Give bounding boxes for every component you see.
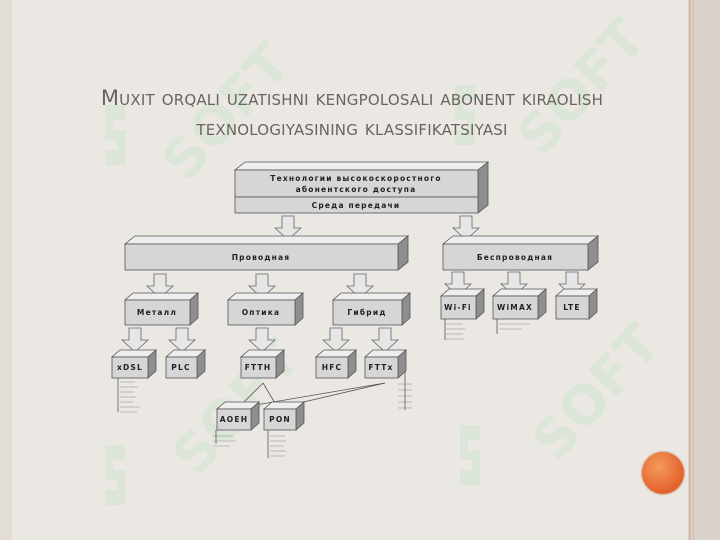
root-title-line1: Технологии высокоскоростного: [270, 174, 441, 183]
ftth-label: FTTH: [245, 363, 272, 372]
arrow-metal-to-plc: [168, 327, 196, 353]
accent-circle: [642, 452, 684, 494]
aoen-label: AOEH: [220, 415, 248, 424]
left-frame: [0, 0, 12, 540]
fttx-notes: [398, 383, 412, 409]
wireless-label: Беспроводная: [477, 253, 553, 262]
lte-label: LTE: [563, 303, 580, 312]
pon-label: PON: [269, 415, 291, 424]
arrow-metal-to-xdsl: [121, 327, 149, 353]
xdsl-label: xDSL: [117, 363, 143, 372]
ftth-box: FTTH: [239, 349, 286, 379]
pon-notes: [270, 435, 286, 457]
hybrid-label: Гибрид: [347, 308, 386, 317]
metal-label: Металл: [137, 308, 177, 317]
xdsl-notes: [120, 381, 140, 413]
root-title-line2: абонентского доступа: [296, 185, 417, 194]
optics-label: Оптика: [242, 308, 281, 317]
watermark-logo-icon: [105, 445, 125, 505]
aoen-box: AOEH: [215, 401, 261, 431]
fttx-box: FTTx: [363, 349, 408, 379]
arrow-hybrid-to-fttx: [371, 327, 399, 353]
arrow-hybrid-to-hfc: [322, 327, 350, 353]
wimax-notes: [499, 323, 530, 330]
arrow-optics-to-ftth: [248, 327, 276, 353]
hfc-label: HFC: [322, 363, 343, 372]
root-box: Технологии высокоскоростного абонентског…: [233, 161, 490, 214]
watermark-logo-icon: [455, 85, 475, 145]
aoen-notes: [213, 435, 236, 447]
frame-line: [693, 0, 694, 540]
optics-box: Оптика: [226, 292, 305, 326]
watermark-logo-icon: [105, 105, 125, 165]
wifi-notes: [446, 323, 465, 340]
fttx-label: FTTx: [368, 363, 393, 372]
watermark-logo-icon: [460, 425, 480, 485]
wired-label: Проводная: [232, 253, 291, 262]
wifi-label: Wi-Fi: [444, 303, 472, 312]
frame-line: [689, 0, 691, 540]
slide-title-line2: texnologiyasining klassifikatsiyasi: [196, 116, 508, 140]
root-subtitle: Среда передачи: [312, 201, 401, 210]
pon-box: PON: [262, 401, 306, 431]
wifi-box: Wi-Fi: [439, 288, 486, 320]
plc-label: PLC: [171, 363, 190, 372]
plc-box: PLC: [164, 349, 207, 379]
hybrid-box: Гибрид: [331, 292, 412, 326]
wired-box: Проводная: [123, 235, 410, 271]
connector-lines: [117, 316, 498, 458]
wimax-label: WiMAX: [497, 303, 533, 312]
wimax-box: WiMAX: [491, 288, 548, 320]
metal-box: Металл: [123, 292, 200, 326]
hfc-box: HFC: [314, 349, 358, 379]
xdsl-box: xDSL: [110, 349, 158, 379]
lte-box: LTE: [554, 288, 599, 320]
slide-title-line1: Muxit orqali uzatishni kengpolosali abon…: [100, 86, 604, 110]
wireless-box: Беспроводная: [441, 235, 600, 271]
